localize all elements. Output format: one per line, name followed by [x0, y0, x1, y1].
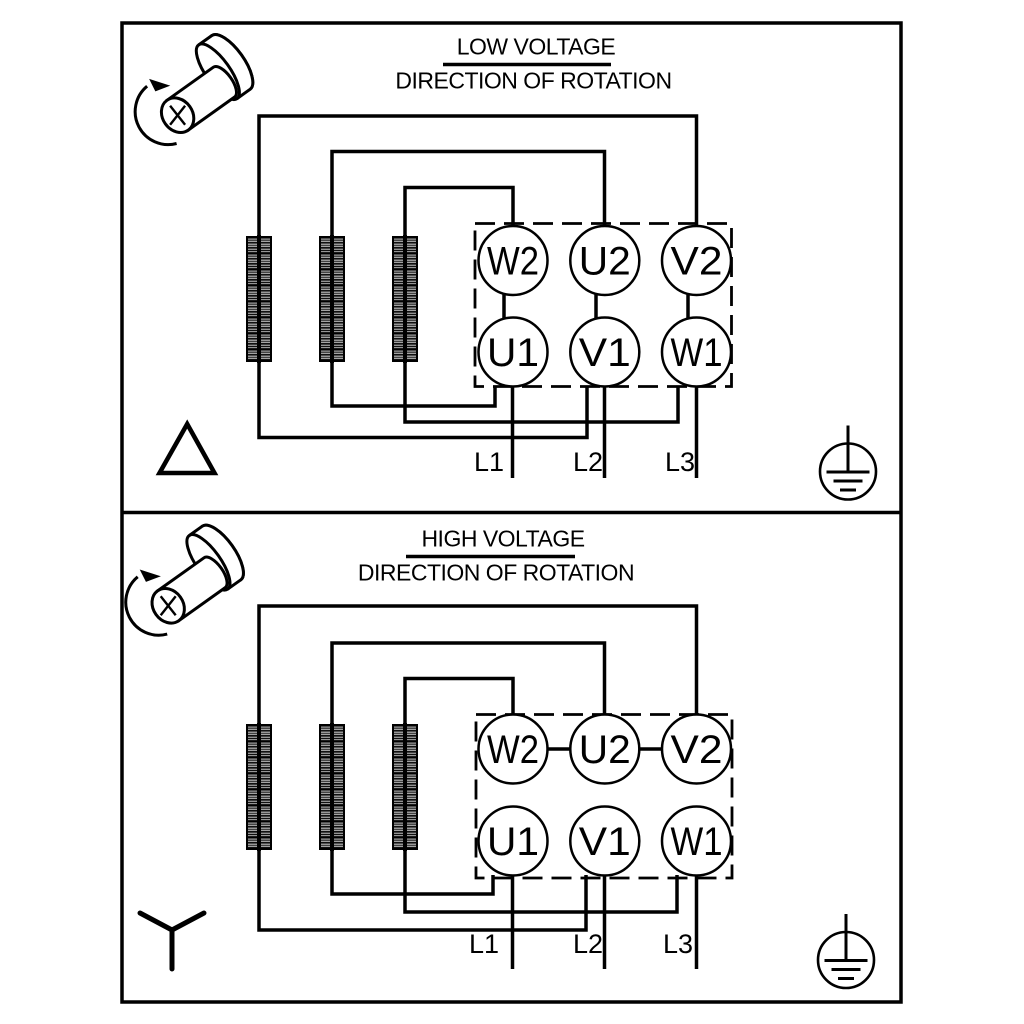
earth-icon-top — [818, 424, 878, 501]
terminal-U2 — [569, 224, 641, 297]
terminal-label-W1: W1 — [671, 820, 723, 864]
terminal-label-U2: U2 — [579, 240, 631, 284]
wire-coil1-to-V1 — [257, 848, 588, 932]
winding-coil-3 — [391, 721, 419, 853]
winding-coil-1 — [245, 721, 273, 853]
panel-subtitle: DIRECTION OF ROTATION — [395, 68, 671, 94]
wire-coil1-to-V2 — [257, 604, 699, 726]
terminal-label-W1: W1 — [671, 331, 723, 375]
terminal-label-W2: W2 — [487, 728, 539, 772]
supply-label-L2: L2 — [573, 929, 603, 959]
supply-label-L3: L3 — [665, 447, 695, 477]
terminal-label-V1: V1 — [579, 331, 631, 375]
rotating-shaft-icon — [124, 517, 253, 637]
wire-coil1-to-V2 — [257, 114, 699, 238]
terminal-label-U1: U1 — [487, 331, 539, 375]
supply-label-L3: L3 — [663, 929, 693, 959]
terminal-V2 — [660, 713, 733, 785]
wire-coil2-to-U1 — [330, 360, 497, 408]
terminal-box — [473, 222, 733, 388]
terminal-label-W2: W2 — [487, 240, 539, 284]
delta-symbol — [155, 419, 219, 476]
panel-title: LOW VOLTAGE — [457, 34, 616, 60]
supply-label-L2: L2 — [573, 447, 603, 477]
rotating-shaft-icon — [133, 26, 263, 147]
wire-coil3-to-W2 — [403, 185, 515, 238]
wire-coil2-to-U2 — [330, 149, 607, 238]
terminal-W2 — [477, 224, 549, 297]
wire-coil3-to-W2 — [403, 676, 515, 726]
terminal-label-U2: U2 — [579, 728, 631, 772]
wire-coil1-to-V1 — [257, 360, 589, 440]
terminal-label-V2: V2 — [671, 240, 723, 284]
winding-coil-2 — [318, 233, 346, 365]
high-voltage-panel: HIGH VOLTAGE DIRECTION OF ROTATION W2 U2… — [124, 517, 876, 990]
terminal-label-U1: U1 — [487, 820, 539, 864]
winding-coil-1 — [245, 233, 273, 365]
panel-title: HIGH VOLTAGE — [421, 526, 584, 552]
wire-coil3-to-W1 — [403, 360, 680, 424]
terminal-V2 — [660, 224, 733, 297]
supply-label-L1: L1 — [469, 929, 499, 959]
supply-label-L1: L1 — [474, 447, 504, 477]
terminal-label-V2: V2 — [671, 728, 723, 772]
wire-coil2-to-U1 — [330, 848, 495, 896]
winding-coil-3 — [391, 233, 419, 365]
wire-coil3-to-W1 — [403, 848, 679, 914]
wye-symbol — [137, 910, 207, 972]
winding-coil-2 — [318, 721, 346, 853]
terminal-label-V1: V1 — [579, 820, 631, 864]
terminal-U2 — [569, 713, 641, 785]
panel-subtitle: DIRECTION OF ROTATION — [358, 560, 634, 586]
terminal-W2 — [477, 713, 549, 785]
wire-coil2-to-U2 — [330, 641, 607, 726]
earth-icon-bottom — [816, 912, 876, 990]
low-voltage-panel: LOW VOLTAGE DIRECTION OF ROTATION W2 U2 … — [133, 26, 878, 501]
